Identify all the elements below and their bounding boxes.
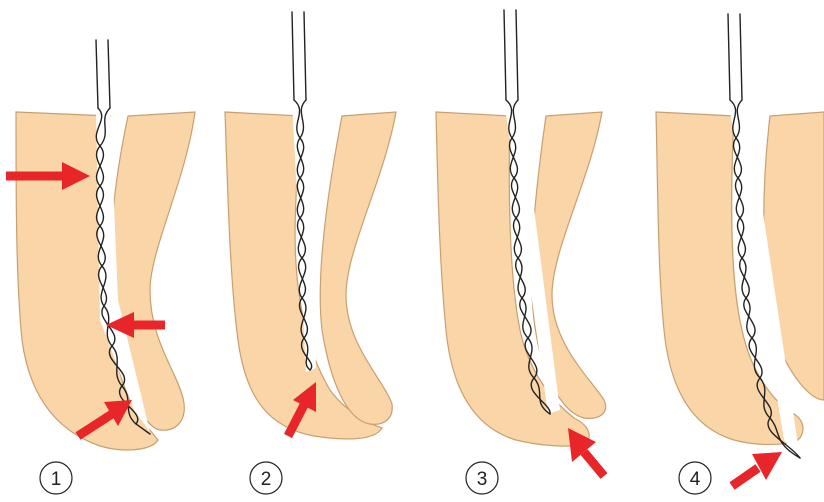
step-label-4: 4	[679, 462, 711, 494]
red-arrow-icon	[732, 452, 782, 486]
root-inner-2	[320, 112, 396, 424]
panel-2	[225, 12, 396, 439]
step-number: 3	[477, 469, 488, 490]
panel-1	[6, 40, 195, 450]
step-label-1: 1	[40, 462, 72, 494]
step-number: 2	[261, 469, 272, 490]
step-label-3: 3	[466, 462, 498, 494]
step-number: 1	[51, 469, 62, 490]
step-label-2: 2	[250, 462, 282, 494]
panel-4	[656, 14, 824, 486]
panel-3	[436, 10, 606, 476]
step-number: 4	[690, 469, 701, 490]
